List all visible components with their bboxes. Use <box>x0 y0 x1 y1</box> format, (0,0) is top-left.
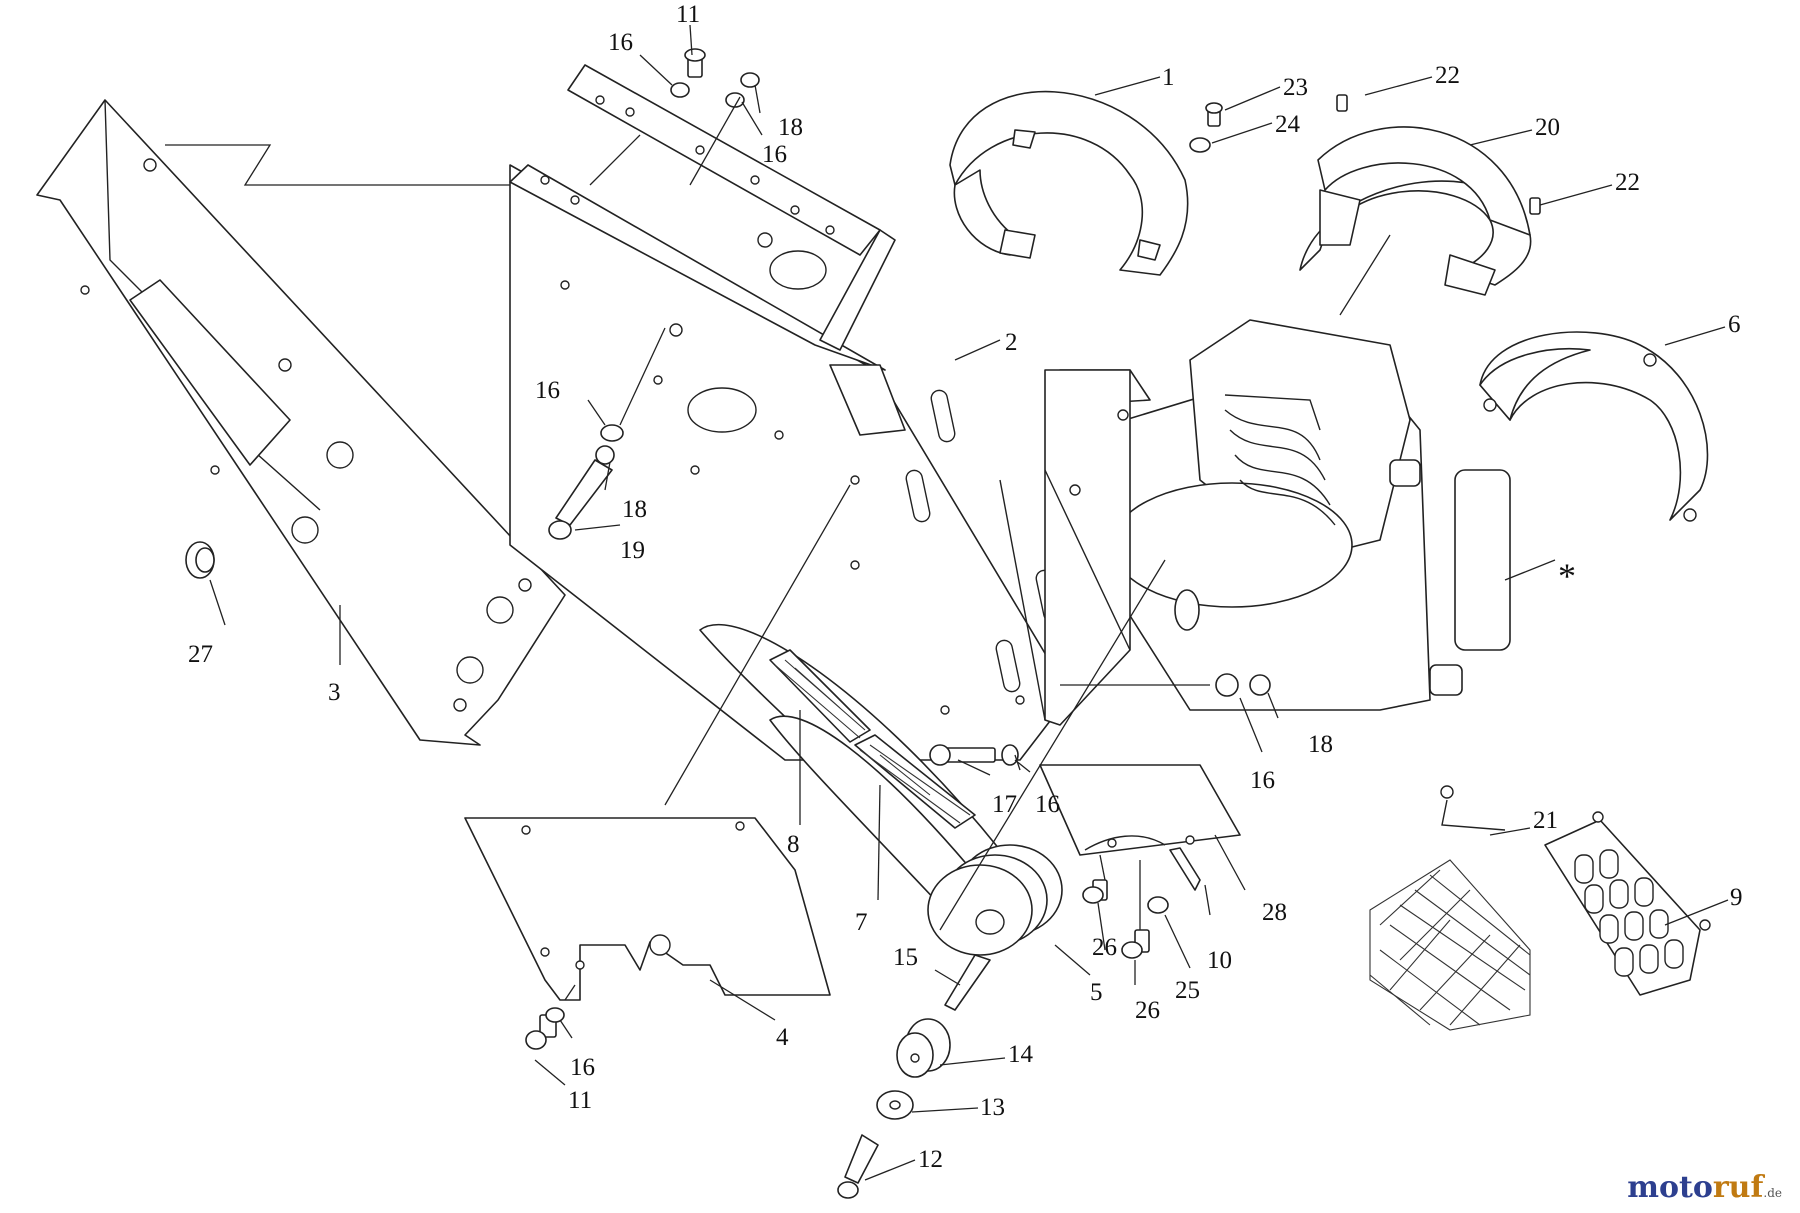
callout-5: 5 <box>1090 979 1103 1006</box>
part-12-bolt <box>837 1134 879 1199</box>
callout-26-b: 26 <box>1135 997 1160 1024</box>
callout-20: 20 <box>1535 114 1560 141</box>
washer-16-lower <box>1001 744 1019 766</box>
callout-18-right: 18 <box>1308 731 1333 758</box>
callout-19: 19 <box>620 537 645 564</box>
nut-18-top <box>740 72 760 88</box>
part-2-mounting-plate <box>509 64 1071 761</box>
callout-4: 4 <box>776 1024 789 1051</box>
screw-22b <box>1529 197 1541 215</box>
callout-2: 2 <box>1005 329 1018 356</box>
bolt-26a <box>1082 879 1108 904</box>
callout-9: 9 <box>1730 884 1743 911</box>
callout-16-top-a: 16 <box>608 29 633 56</box>
callout-6: 6 <box>1728 311 1741 338</box>
bolt-19 <box>548 459 613 540</box>
brand-main: moto <box>1627 1170 1713 1205</box>
screw-22a <box>1336 94 1348 112</box>
callout-8: 8 <box>787 831 800 858</box>
bolt-26b <box>1121 929 1150 959</box>
callout-25: 25 <box>1175 977 1200 1004</box>
callout-13: 13 <box>980 1094 1005 1121</box>
screw-23 <box>1205 102 1223 127</box>
callout-leaders <box>209 24 1729 1181</box>
part-5-pulley <box>927 844 1063 956</box>
washer-25 <box>1147 896 1169 914</box>
part-9-filter-plate <box>1544 811 1711 996</box>
fasteners <box>525 48 1541 1050</box>
bolt-11-top <box>684 48 706 78</box>
nut-18-right <box>1249 674 1271 696</box>
washer-16-right <box>1215 673 1239 697</box>
callout-7: 7 <box>855 909 868 936</box>
part-28-engine-plate <box>1039 764 1241 856</box>
callout-14: 14 <box>1008 1041 1034 1068</box>
part-27-grommet <box>185 541 215 579</box>
washer-16-bottom <box>545 1007 565 1023</box>
part-15-key <box>944 954 991 1011</box>
part-6-shroud <box>1479 331 1709 522</box>
callout-22-top: 22 <box>1435 62 1460 89</box>
part-14-spacer <box>896 1018 951 1078</box>
callout-16-lower: 16 <box>1035 791 1060 818</box>
callout-18-mid: 18 <box>622 496 647 523</box>
callout-11-top: 11 <box>676 1 700 28</box>
callout-17: 17 <box>992 791 1017 818</box>
callout-11-bottom: 11 <box>568 1087 592 1114</box>
callout-22-right: 22 <box>1615 169 1640 196</box>
callout-18-top: 18 <box>778 114 803 141</box>
engine-assembly <box>999 319 1511 726</box>
washer-16-mid <box>600 424 624 442</box>
bolt-11-bottom <box>525 1014 557 1050</box>
washer-16-top-a <box>670 82 690 98</box>
callout-3: 3 <box>328 679 341 706</box>
part-1-shroud <box>949 90 1189 276</box>
washer-24 <box>1189 137 1211 153</box>
part-13-washer <box>876 1090 914 1120</box>
callout-numbers: 1 2 3 4 5 6 7 8 9 10 11 11 12 13 14 15 1… <box>188 1 1743 1173</box>
u-bolt-10 <box>1169 847 1201 891</box>
part-21-mesh-screen <box>1369 785 1531 1031</box>
callout-28: 28 <box>1262 899 1287 926</box>
brand-logo: motoruf.de <box>1627 1170 1782 1205</box>
callout-16-mid: 16 <box>535 377 560 404</box>
callout-star: * <box>1558 556 1576 596</box>
nut-18-mid <box>595 445 615 465</box>
brand-accent: ruf <box>1712 1170 1764 1205</box>
callout-10: 10 <box>1207 947 1232 974</box>
callout-16-bottom: 16 <box>570 1054 595 1081</box>
callout-16-top-b: 16 <box>762 141 787 168</box>
bolt-17 <box>929 744 996 766</box>
part-4-bottom-plate <box>464 817 831 1001</box>
callout-24: 24 <box>1275 111 1301 138</box>
callout-21: 21 <box>1533 807 1558 834</box>
callout-1: 1 <box>1162 64 1175 91</box>
callout-26-a: 26 <box>1092 934 1117 961</box>
part-3-frame-rail <box>36 99 566 746</box>
callout-23: 23 <box>1283 74 1308 101</box>
brand-tld: .de <box>1763 1186 1782 1200</box>
callout-12: 12 <box>918 1146 943 1173</box>
callout-16-right: 16 <box>1250 767 1275 794</box>
part-7-8-belts <box>699 624 1003 912</box>
part-20-shroud <box>1299 126 1532 296</box>
callout-15: 15 <box>893 944 918 971</box>
callout-27: 27 <box>188 641 213 668</box>
